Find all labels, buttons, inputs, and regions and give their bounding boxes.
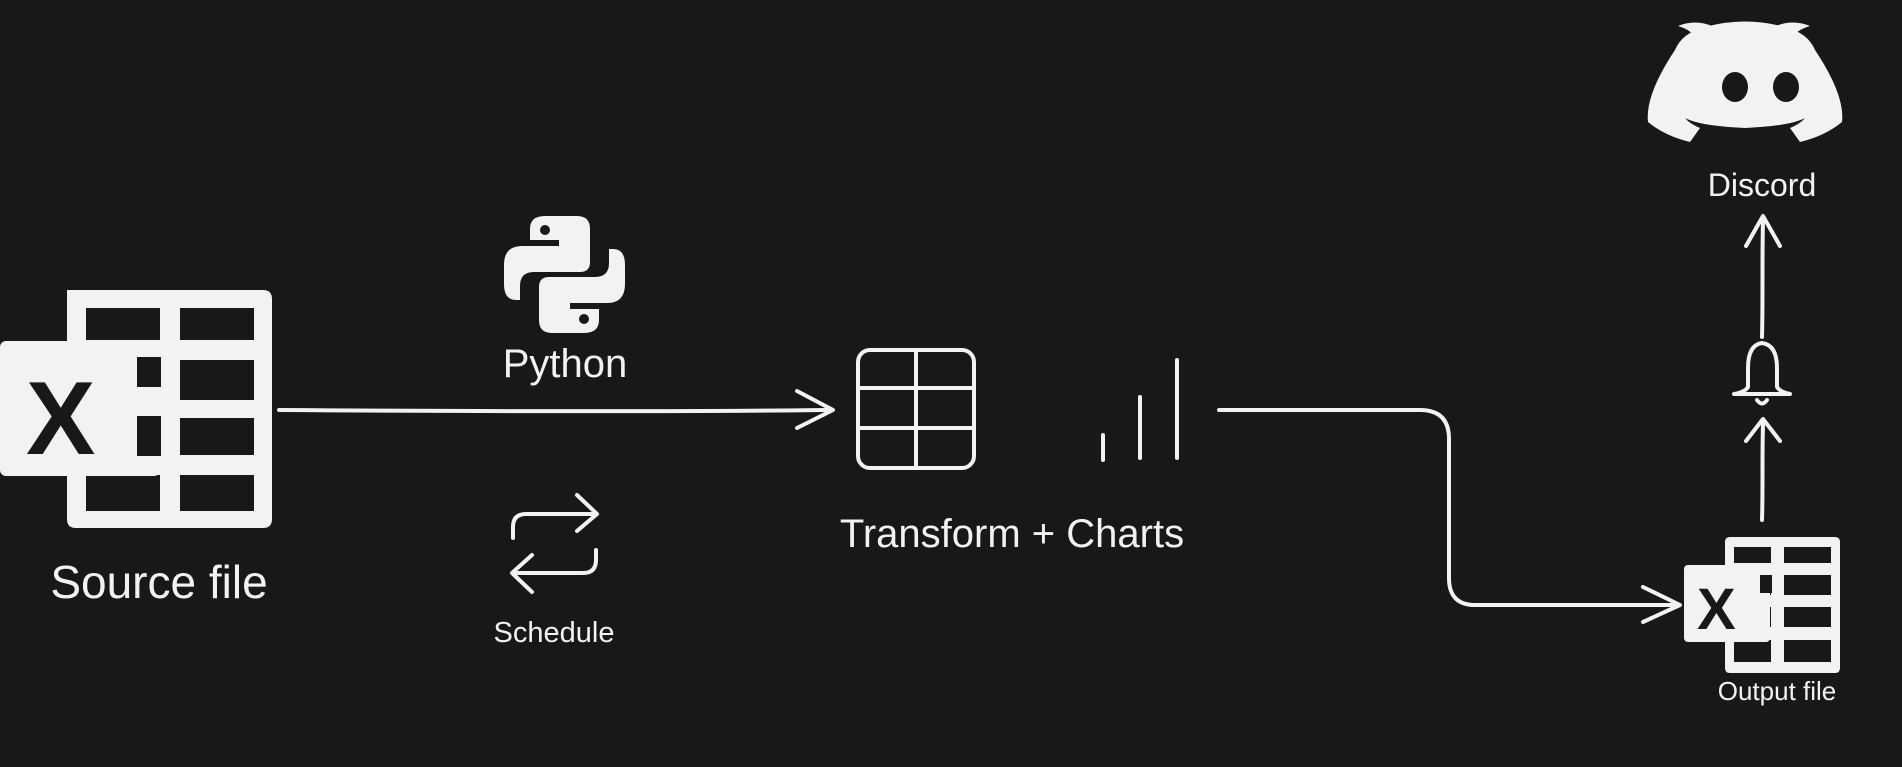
discord-icon xyxy=(1647,21,1843,142)
output-file-label: Output file xyxy=(1717,676,1837,706)
svg-text:X: X xyxy=(26,361,95,477)
bell-icon xyxy=(1732,341,1792,406)
arrow-bell-to-discord xyxy=(1744,214,1782,339)
arrow-source-to-transform xyxy=(277,389,835,430)
python-label: Python xyxy=(502,342,628,386)
arrow-transform-to-output xyxy=(1217,408,1682,624)
source-file-label: Source file xyxy=(50,556,268,608)
arrow-output-to-bell xyxy=(1744,417,1782,522)
source-excel-icon: X xyxy=(0,290,272,528)
schedule-label: Schedule xyxy=(493,617,615,649)
output-excel-icon: X xyxy=(1684,537,1840,673)
python-icon xyxy=(504,216,625,333)
transform-charts-label: Transform + Charts xyxy=(839,512,1185,556)
repeat-icon xyxy=(510,493,599,594)
svg-text:X: X xyxy=(1697,577,1736,642)
discord-label: Discord xyxy=(1707,167,1817,203)
table-icon xyxy=(856,348,976,470)
bar-chart-icon xyxy=(1101,358,1179,462)
